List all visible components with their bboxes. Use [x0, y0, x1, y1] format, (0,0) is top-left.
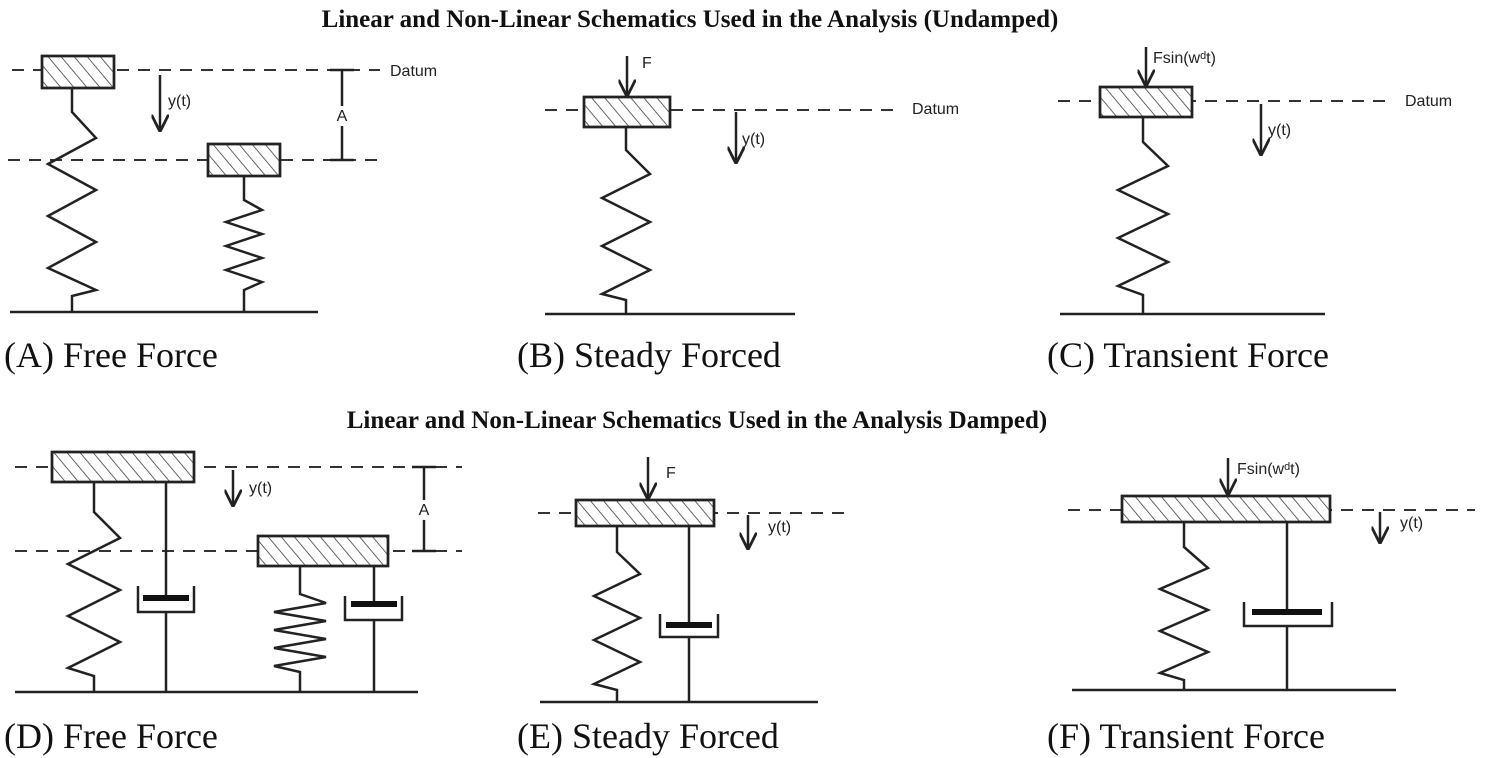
caption-c: (C) Transient Force — [1047, 335, 1329, 375]
spring — [45, 88, 100, 312]
transient-force-label: Fsin(wᵈt) — [1237, 461, 1300, 478]
spring — [1156, 522, 1212, 690]
spring — [590, 526, 643, 702]
displacement-label: y(t) — [249, 480, 272, 497]
panel-b-steady-forced: Datum F y(t) — [545, 55, 959, 316]
panel-c-transient-force: Datum Fsin(wᵈt) y(t) — [1058, 47, 1452, 316]
force-label: F — [666, 465, 676, 482]
spring — [598, 127, 653, 314]
amplitude-label: A — [337, 108, 348, 125]
force-label: F — [642, 55, 652, 72]
caption-f: (F) Transient Force — [1047, 716, 1325, 756]
datum-label: Datum — [1405, 93, 1452, 110]
spring-compressed — [273, 566, 327, 692]
displacement-label: y(t) — [1400, 515, 1423, 532]
panel-e-steady-forced: F y(t) — [538, 457, 848, 704]
datum-label: Datum — [390, 63, 437, 80]
spring — [64, 482, 123, 692]
displacement-label: y(t) — [768, 519, 791, 536]
caption-e: (E) Steady Forced — [517, 716, 779, 756]
spring-compressed — [222, 176, 266, 312]
amplitude-label: A — [419, 502, 430, 519]
transient-force-label: Fsin(wᵈt) — [1153, 50, 1216, 67]
panel-a-free-force: Datum A y(t) — [8, 54, 437, 314]
displacement-label: y(t) — [1268, 122, 1291, 139]
caption-a: (A) Free Force — [4, 335, 218, 375]
title-undamped: Linear and Non-Linear Schematics Used in… — [322, 6, 1059, 33]
caption-d: (D) Free Force — [4, 716, 218, 756]
panel-d-free-force: A y(t) — [15, 450, 462, 694]
panel-f-transient-force: Fsin(wᵈt) y(t) — [1068, 458, 1475, 692]
spring — [1114, 117, 1171, 314]
caption-b: (B) Steady Forced — [517, 335, 781, 375]
title-damped: Linear and Non-Linear Schematics Used in… — [347, 407, 1048, 434]
displacement-label: y(t) — [742, 131, 765, 148]
datum-label: Datum — [912, 101, 959, 118]
displacement-label: y(t) — [168, 93, 191, 110]
